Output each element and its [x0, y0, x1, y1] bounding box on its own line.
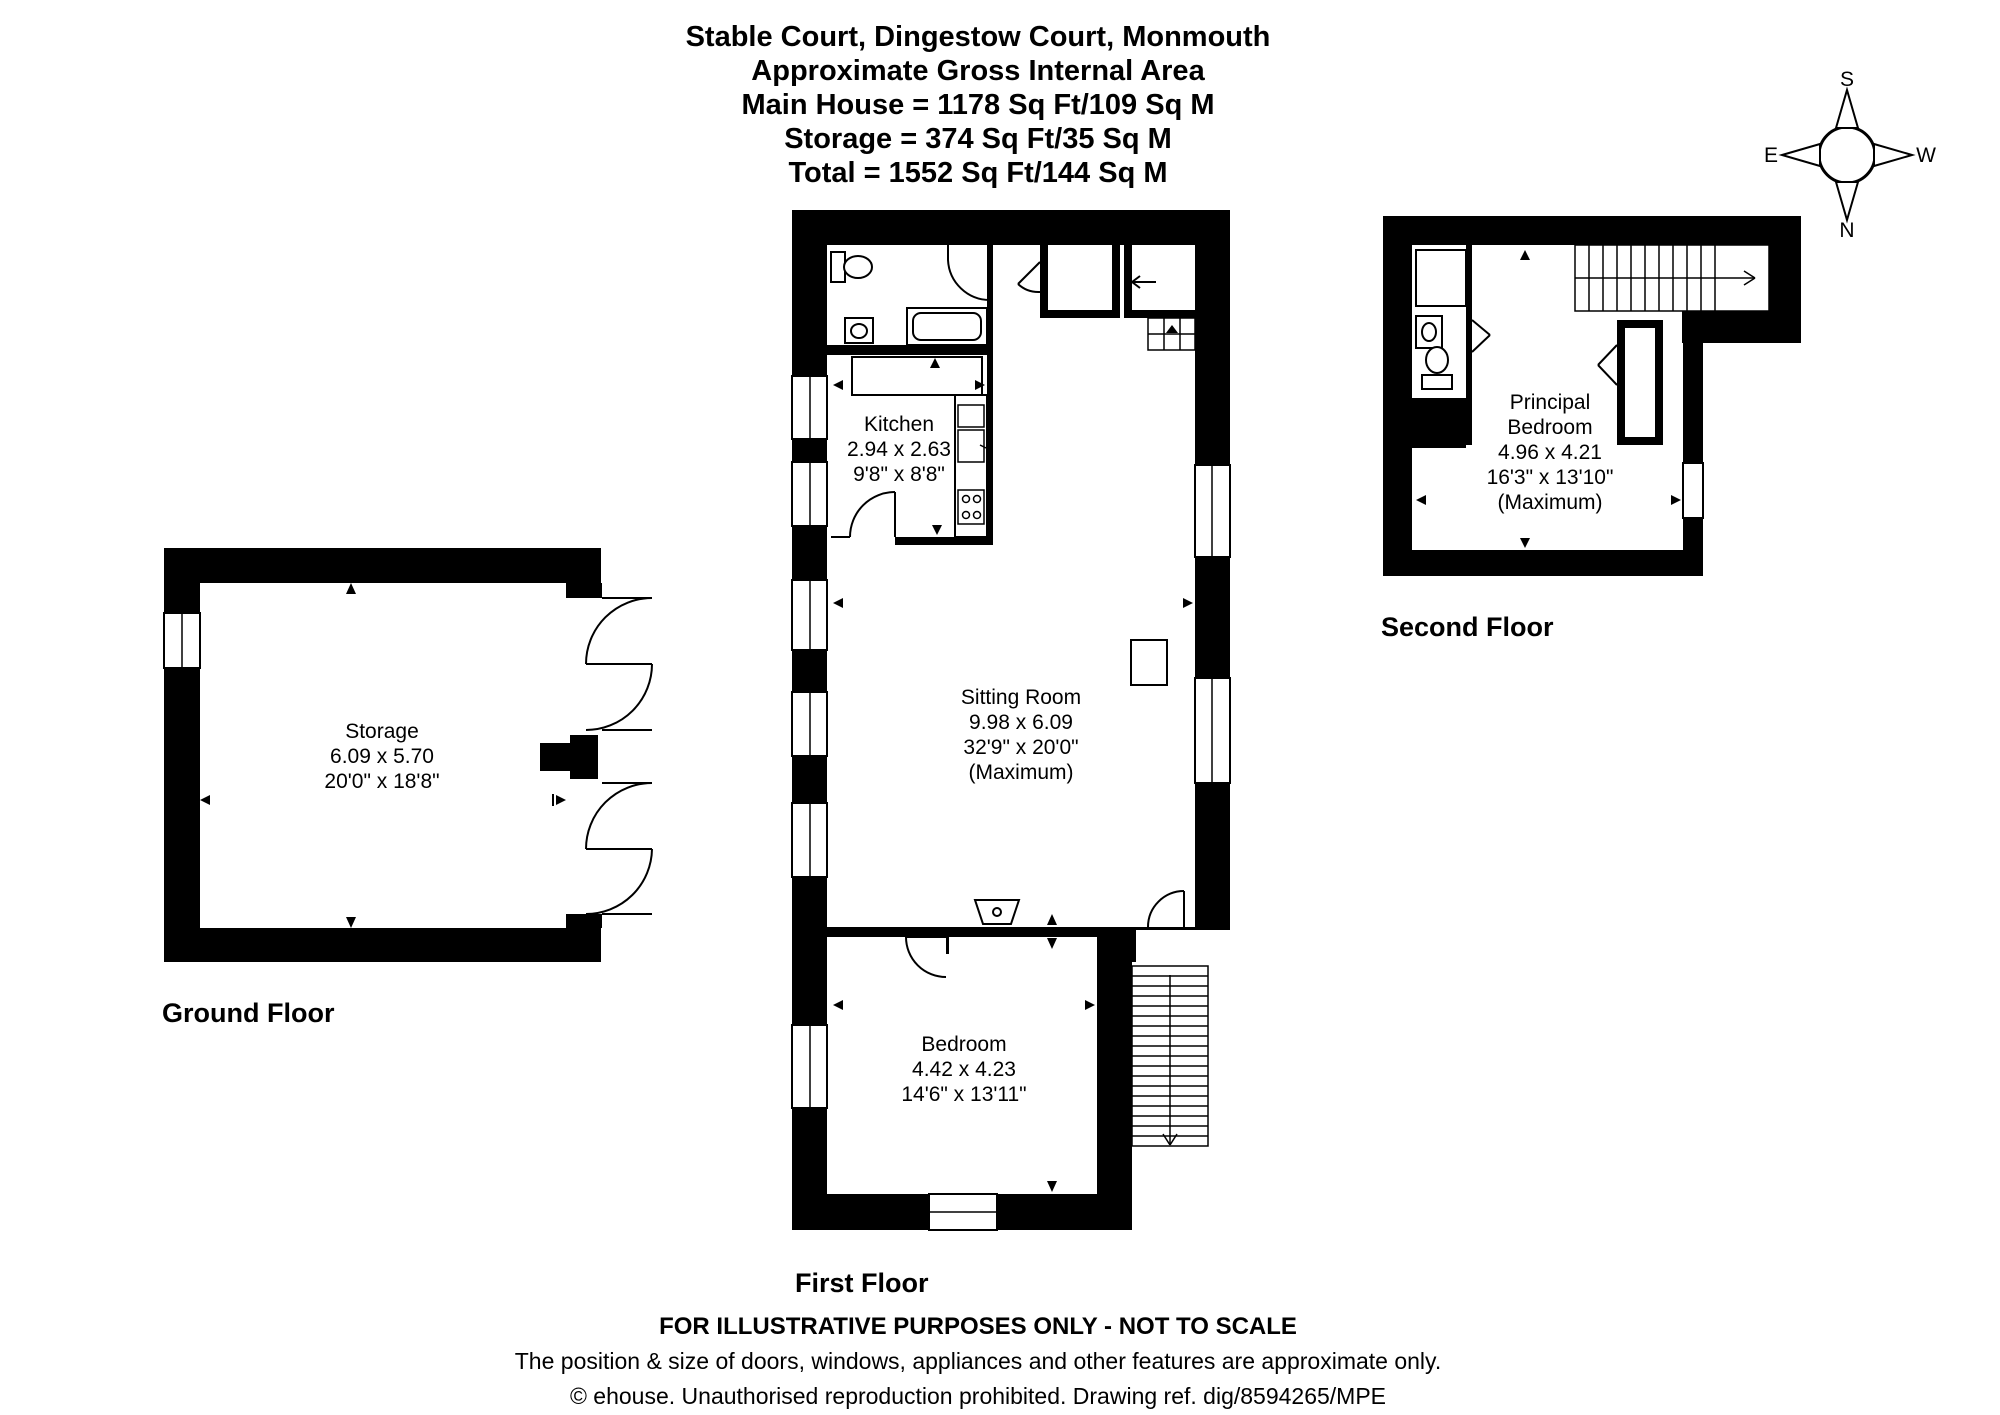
ground-floor-plan: Storage 6.09 x 5.70 20'0" x 18'8" Ground…	[162, 548, 653, 1028]
kitchen-door-icon	[831, 491, 896, 538]
principal-bedroom-imperial: 16'3" x 13'10"	[1487, 466, 1614, 489]
area-storage: Storage = 374 Sq Ft/35 Sq M	[784, 123, 1172, 155]
entry-door-icon	[1147, 890, 1185, 928]
sitting-room-note: (Maximum)	[969, 761, 1074, 784]
compass-icon: S N W E	[1764, 68, 1936, 242]
second-floor-staircase-icon	[1574, 244, 1770, 312]
storage-room-metric: 6.09 x 5.70	[330, 745, 434, 768]
first-floor-label: First Floor	[795, 1268, 929, 1298]
footer: FOR ILLUSTRATIVE PURPOSES ONLY - NOT TO …	[515, 1313, 1441, 1409]
bath-icon	[906, 307, 988, 346]
plan-title: Stable Court, Dingestow Court, Monmouth	[686, 21, 1271, 53]
compass-north: N	[1839, 219, 1854, 242]
sitting-room-imperial: 32'9" x 20'0"	[963, 736, 1078, 759]
area-total: Total = 1552 Sq Ft/144 Sq M	[789, 157, 1168, 189]
sitting-room-name: Sitting Room	[961, 686, 1081, 709]
compass-east: E	[1764, 144, 1778, 167]
wardrobe-door-icon	[1597, 344, 1618, 386]
area-main-house: Main House = 1178 Sq Ft/109 Sq M	[741, 89, 1214, 121]
external-staircase-icon	[1131, 965, 1209, 1147]
storage-room-name: Storage	[345, 720, 419, 743]
header: Stable Court, Dingestow Court, Monmouth …	[686, 21, 1271, 189]
ensuite-toilet-icon	[1421, 346, 1453, 390]
storage-double-door-icon	[585, 597, 653, 915]
ensuite-door-icon	[1471, 319, 1491, 353]
bathroom-door-icon	[947, 245, 991, 302]
principal-bedroom-name-2: Bedroom	[1507, 416, 1592, 439]
compass-south: S	[1840, 68, 1854, 91]
bedroom-room-imperial: 14'6" x 13'11"	[901, 1083, 1026, 1106]
footer-note: The position & size of doors, windows, a…	[515, 1348, 1441, 1374]
first-floor-plan: Kitchen 2.94 x 2.63 9'8" x 8'8" Sitting …	[791, 210, 1231, 1298]
footer-disclaimer: FOR ILLUSTRATIVE PURPOSES ONLY - NOT TO …	[659, 1313, 1297, 1340]
kitchen-room-name: Kitchen	[864, 413, 934, 436]
compass-west: W	[1916, 144, 1936, 167]
fireplace-icon	[973, 899, 1021, 925]
principal-bedroom-name-1: Principal	[1510, 391, 1591, 414]
storage-room-imperial: 20'0" x 18'8"	[324, 770, 439, 793]
plan-subtitle: Approximate Gross Internal Area	[751, 55, 1205, 87]
principal-bedroom-metric: 4.96 x 4.21	[1498, 441, 1602, 464]
sitting-room-fixture	[1130, 639, 1168, 686]
second-floor-window	[1682, 462, 1704, 519]
ground-floor-label: Ground Floor	[162, 998, 335, 1028]
bedroom-room-name: Bedroom	[921, 1033, 1006, 1056]
second-floor-plan: Principal Bedroom 4.96 x 4.21 16'3" x 13…	[1381, 216, 1801, 642]
bedroom-door-icon	[905, 936, 947, 978]
kitchen-room-metric: 2.94 x 2.63	[847, 438, 951, 461]
ensuite-basin-icon	[1415, 315, 1443, 349]
kitchen-sink-icon	[957, 404, 987, 463]
toilet-icon	[830, 251, 873, 283]
footer-copyright: © ehouse. Unauthorised reproduction proh…	[570, 1383, 1386, 1409]
ensuite-shower-icon	[1415, 249, 1467, 307]
small-stair-icon	[1147, 317, 1196, 351]
principal-bedroom-note: (Maximum)	[1498, 491, 1603, 514]
hob-icon	[957, 489, 985, 525]
bedroom-room-metric: 4.42 x 4.23	[912, 1058, 1016, 1081]
second-floor-label: Second Floor	[1381, 612, 1554, 642]
kitchen-room-imperial: 9'8" x 8'8"	[853, 463, 945, 486]
cupboard-door-icon	[1017, 261, 1156, 294]
basin-icon	[844, 317, 874, 344]
sitting-room-metric: 9.98 x 6.09	[969, 711, 1073, 734]
